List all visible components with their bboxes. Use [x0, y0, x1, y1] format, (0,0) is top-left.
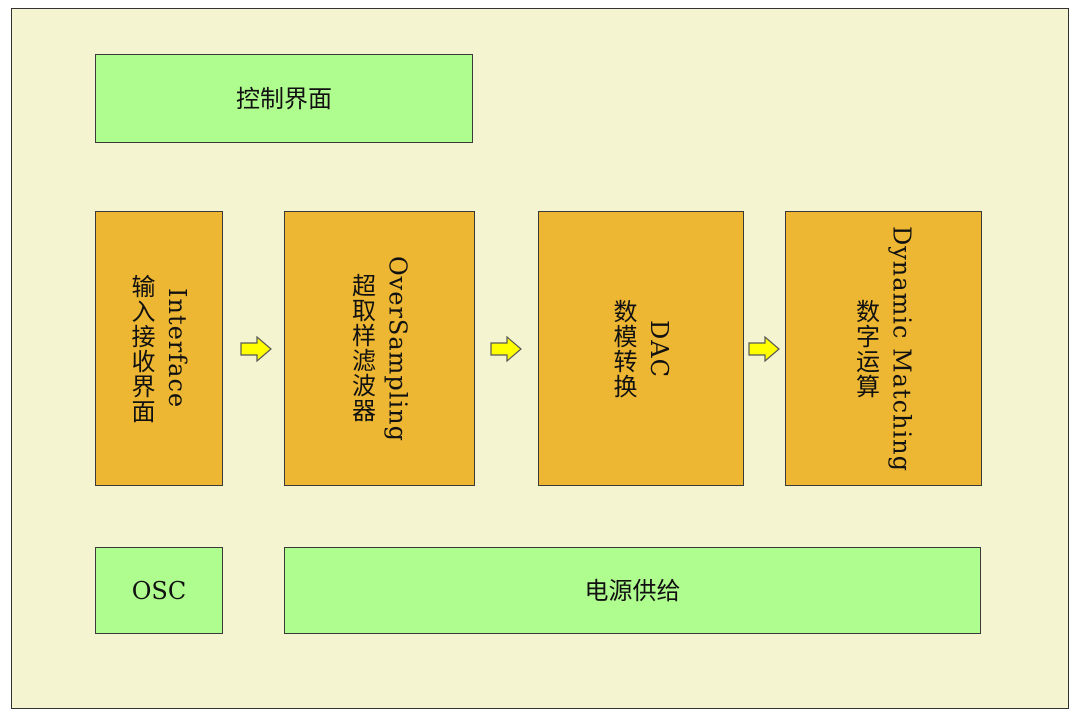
dac-zh-label: 数模转换	[609, 298, 637, 399]
oversampling-zh-label: 超取样滤波器	[347, 273, 376, 424]
input-interface-block: Interface 输入接收界面	[95, 211, 223, 486]
right-arrow-icon	[240, 336, 272, 362]
osc-block: OSC	[95, 547, 223, 634]
oversampling-filter-block: OverSampling 超取样滤波器	[284, 211, 475, 486]
oversampling-en-label: OverSampling	[383, 255, 412, 442]
dynamic-matching-block: Dynamic Matching 数字运算	[785, 211, 982, 486]
control-interface-label: 控制界面	[236, 84, 332, 113]
input-interface-zh-label: 输入接收界面	[127, 273, 155, 424]
right-arrow-icon	[748, 336, 780, 362]
dynamic-matching-zh-label: 数字运算	[851, 298, 880, 399]
osc-label: OSC	[131, 576, 187, 605]
dac-en-label: DAC	[645, 319, 673, 378]
dac-block: DAC 数模转换	[538, 211, 744, 486]
power-supply-block: 电源供给	[284, 547, 981, 634]
input-interface-en-label: Interface	[163, 288, 191, 409]
control-interface-block: 控制界面	[95, 54, 473, 143]
right-arrow-icon	[490, 336, 522, 362]
power-supply-label: 电源供给	[584, 576, 681, 605]
dynamic-matching-en-label: Dynamic Matching	[887, 225, 916, 472]
